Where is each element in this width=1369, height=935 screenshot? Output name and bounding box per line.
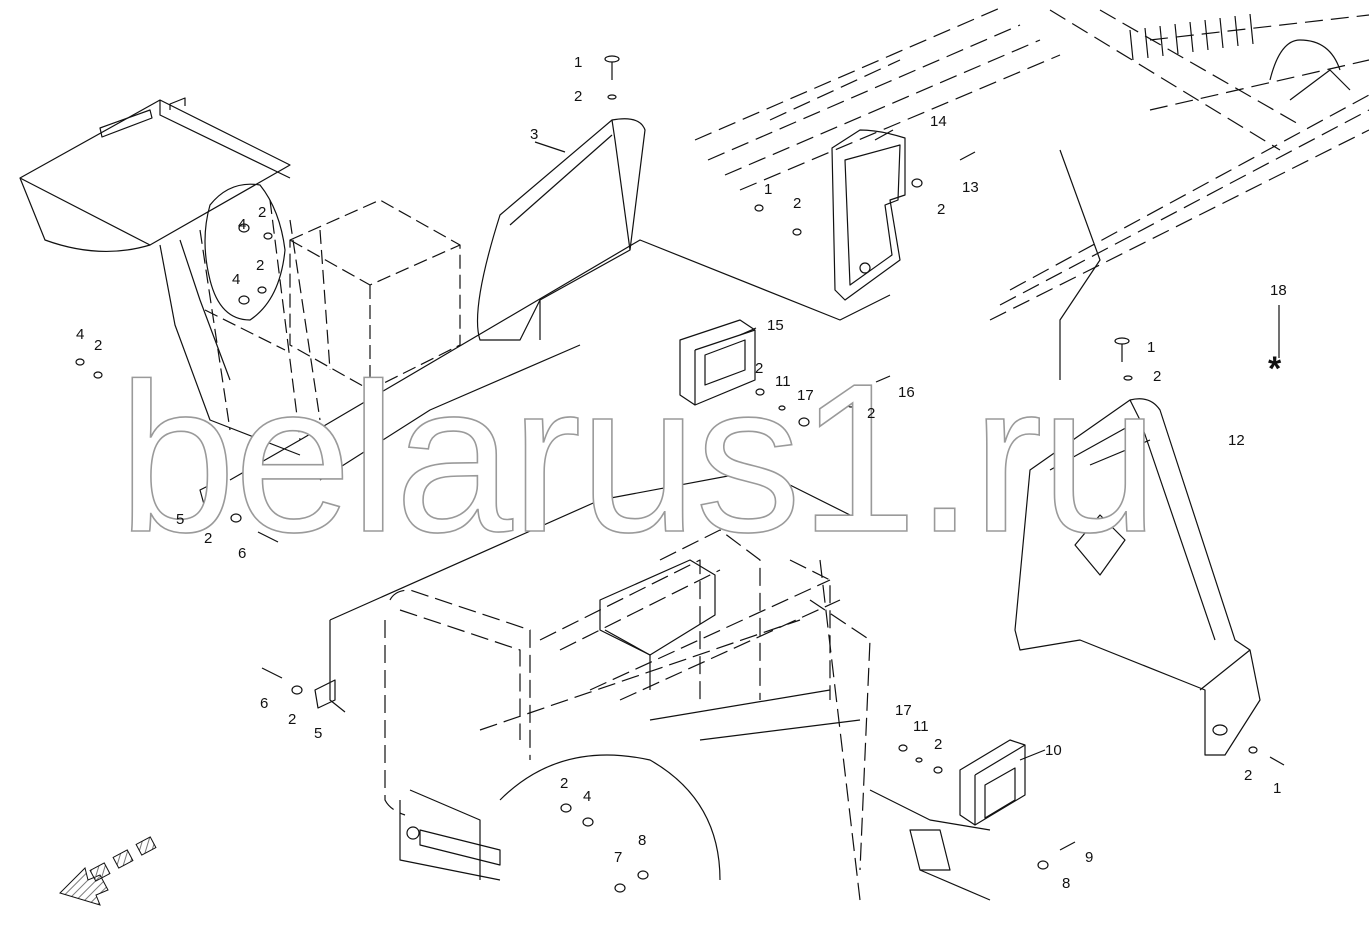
callout-17: 17	[797, 387, 814, 404]
part-14-panel	[831, 129, 906, 301]
callout-5: 5	[176, 511, 185, 528]
watermark-text: belarus1.ru	[117, 339, 1159, 576]
callout-13: 13	[962, 179, 979, 196]
callout-2: 2	[574, 88, 583, 105]
callout-2: 2	[755, 360, 764, 377]
callout-4: 4	[232, 271, 241, 288]
callout-2: 2	[288, 711, 297, 728]
callout-2: 2	[793, 195, 802, 212]
battery-box-outline	[289, 199, 461, 391]
leader-lines	[229, 149, 1101, 481]
callout-11: 11	[913, 718, 929, 735]
radiator-slots	[1129, 13, 1351, 101]
callout-10: 10	[1045, 742, 1062, 759]
fasteners	[75, 55, 1285, 893]
callout-1: 1	[574, 54, 583, 71]
part-10-bracket	[959, 739, 1026, 826]
callout-2: 2	[256, 257, 265, 274]
callout-4: 4	[76, 326, 85, 343]
callout-17: 17	[895, 702, 912, 719]
callout-18: 18	[1270, 282, 1287, 299]
star-marker: *	[1268, 350, 1282, 388]
callout-2: 2	[867, 405, 876, 422]
callout-11: 11	[775, 373, 791, 390]
callout-2: 2	[1153, 368, 1162, 385]
callout-1: 1	[764, 181, 773, 198]
callout-8: 8	[638, 832, 647, 849]
part-12-pillar	[1014, 398, 1261, 756]
callout-1: 1	[1273, 780, 1282, 797]
callout-2: 2	[934, 736, 943, 753]
callout-12: 12	[1228, 432, 1245, 449]
callout-2: 2	[560, 775, 569, 792]
callout-2: 2	[204, 530, 213, 547]
part-3-panel	[476, 118, 646, 341]
callout-16: 16	[898, 384, 915, 401]
callout-3: 3	[530, 126, 539, 143]
part-15-bracket	[679, 319, 756, 406]
frame-rails	[694, 7, 1369, 321]
callout-2: 2	[258, 204, 267, 221]
callout-8: 8	[1062, 875, 1071, 892]
callout-4: 4	[583, 788, 592, 805]
callout-15: 15	[767, 317, 784, 334]
callout-9: 9	[1085, 849, 1094, 866]
callout-leaders	[534, 129, 1280, 761]
callout-14: 14	[930, 113, 947, 130]
front-direction-arrow-icon	[59, 836, 157, 906]
callout-4: 4	[238, 216, 247, 233]
callout-2: 2	[1244, 767, 1253, 784]
callout-7: 7	[614, 849, 623, 866]
left-hood-panel	[19, 97, 321, 456]
callout-6: 6	[238, 545, 247, 562]
callout-2: 2	[94, 337, 103, 354]
cab-frame	[384, 529, 871, 901]
cab-floor	[329, 469, 991, 901]
callout-2: 2	[937, 201, 946, 218]
callout-5: 5	[314, 725, 323, 742]
callout-6: 6	[260, 695, 269, 712]
callout-1: 1	[1147, 339, 1156, 356]
part-5-brackets	[199, 479, 336, 709]
